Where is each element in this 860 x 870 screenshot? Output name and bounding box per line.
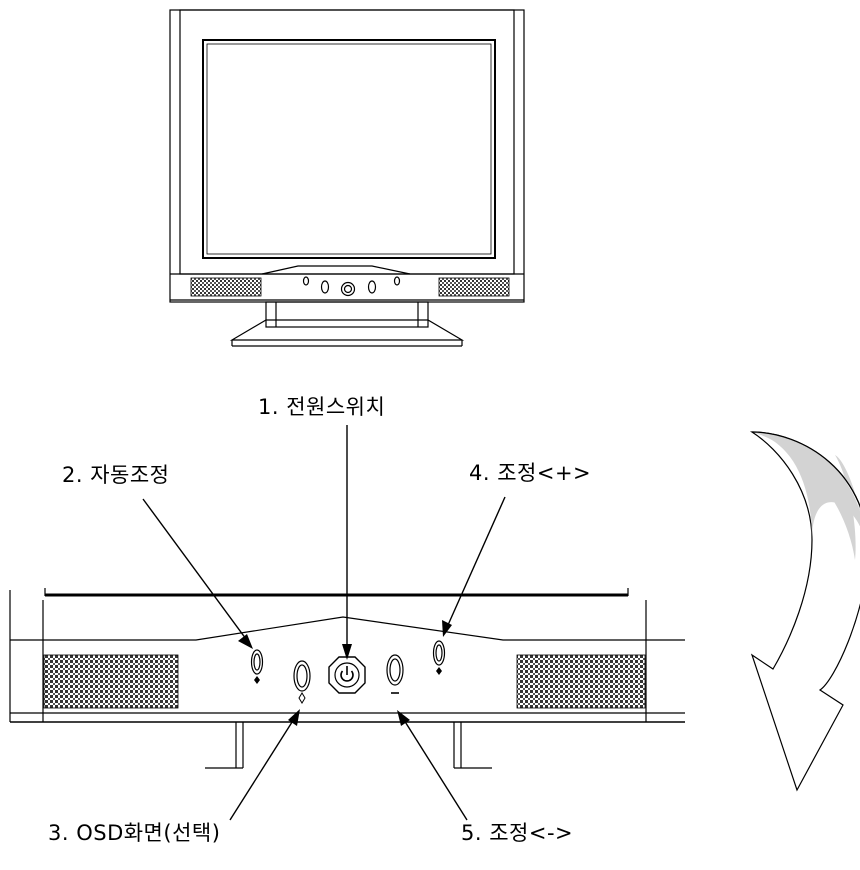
panel-top-edge xyxy=(10,616,685,641)
auto-adjust-label: 2. 자동조정 xyxy=(62,463,170,487)
monitor-overview xyxy=(169,9,525,347)
callout-adjust-minus xyxy=(403,719,468,821)
small-minus-button xyxy=(367,280,377,294)
small-power-button xyxy=(340,281,356,297)
callout-osd xyxy=(229,718,295,821)
right-speaker-grille xyxy=(438,277,510,297)
small-auto-button xyxy=(302,276,310,286)
detail-left-speaker-grille xyxy=(43,654,179,709)
monitor-stand-neck xyxy=(265,301,429,328)
small-osd-button xyxy=(320,280,330,294)
left-speaker-grille xyxy=(190,277,262,297)
callout-auto-adjust xyxy=(142,498,247,640)
detail-right-speaker-grille xyxy=(516,654,646,709)
auto-adjust-button[interactable] xyxy=(250,649,264,684)
adjust-plus-button[interactable] xyxy=(432,640,446,675)
monitor-stand-base xyxy=(229,319,465,341)
callout-lines xyxy=(142,425,506,821)
monitor-inner-frame xyxy=(179,9,515,275)
power-icon xyxy=(340,666,354,682)
small-plus-button xyxy=(393,276,401,286)
monitor-screen xyxy=(202,39,496,259)
power-button[interactable] xyxy=(328,656,366,694)
adjust-minus-label: 5. 조정<-> xyxy=(461,821,574,845)
osd-select-button[interactable] xyxy=(293,660,311,704)
adjust-minus-button[interactable] xyxy=(386,654,404,694)
osd-select-label: 3. OSD화면(선택) xyxy=(48,821,221,845)
power-switch-label: 1. 전원스위치 xyxy=(258,395,386,419)
adjust-plus-label: 4. 조정<+> xyxy=(469,461,592,485)
callout-adjust-plus xyxy=(447,496,506,626)
control-panel-detail xyxy=(9,588,685,769)
